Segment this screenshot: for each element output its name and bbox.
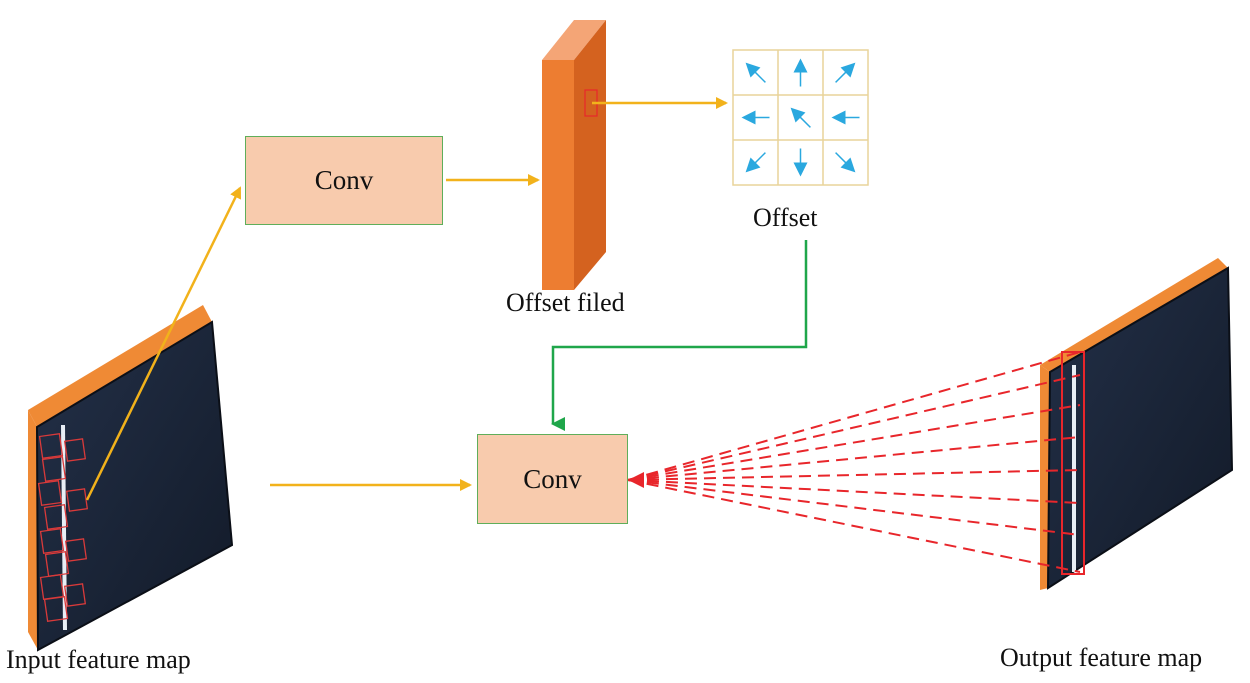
offset-arrow-shaft [835, 70, 848, 83]
offset-arrow-icon [793, 148, 808, 177]
input-feature-map [28, 305, 234, 652]
offset-arrow-shaft [753, 70, 766, 83]
output-feature-map [1040, 258, 1234, 590]
output-feature-map-label: Output feature map [1000, 643, 1203, 672]
conv-top-label: Conv [314, 165, 374, 195]
conv-top-box: Conv [245, 136, 443, 225]
offset-arrow-head [831, 110, 846, 125]
offset-arrow-shaft [753, 152, 766, 165]
input-sampling-grid [37, 432, 89, 623]
offset-arrow-icon [741, 110, 770, 125]
projection-arrowhead [628, 472, 644, 488]
offset-arrow-head [793, 58, 808, 73]
offset-arrow-shaft [798, 115, 811, 128]
offset-label: Offset [753, 203, 818, 232]
projection-lines [627, 351, 1081, 573]
offset-arrow-icon [793, 58, 808, 87]
offset-arrow-icon [831, 110, 860, 125]
offset-arrow-head [741, 110, 756, 125]
input-feature-map-label: Input feature map [6, 645, 191, 674]
arrow-input-to-conv [85, 186, 242, 501]
offset-field-slab [542, 20, 606, 290]
arrow-offset-to-conv [551, 240, 808, 431]
conv-bottom-box: Conv [477, 434, 628, 524]
conv-bottom-label: Conv [523, 463, 582, 494]
offset-arrow-head [793, 162, 808, 177]
offset-grid [732, 49, 869, 186]
offset-field-label: Offset filed [506, 288, 625, 317]
offset-arrow-shaft [835, 152, 848, 165]
output-receptive-box [1061, 351, 1085, 575]
